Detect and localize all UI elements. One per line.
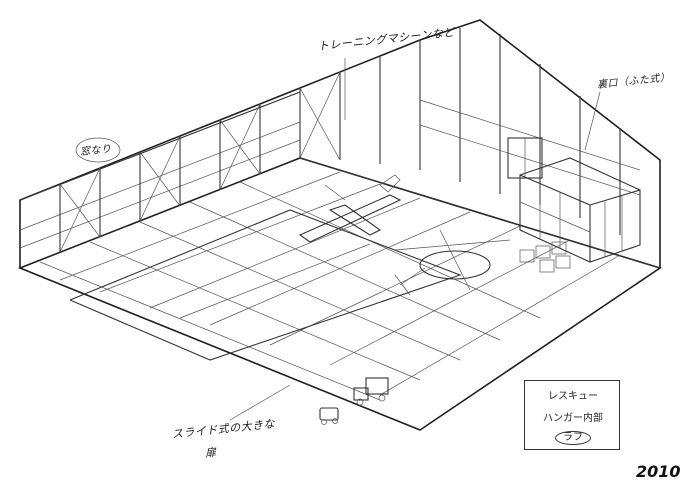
jet-aircraft <box>298 174 402 243</box>
left-wall-scaffold <box>19 39 421 268</box>
hangar-floor <box>17 157 662 431</box>
window-annotation-circle <box>75 137 121 163</box>
caption-box: レスキュー ハンガー内部 ラフ <box>524 380 620 450</box>
office-block <box>519 157 641 263</box>
cargo-crates <box>519 241 571 273</box>
truck <box>353 377 389 406</box>
helicopter <box>394 229 511 296</box>
annotation-sliding-door-2: 扉 <box>204 445 218 460</box>
back-wall-gable <box>299 19 661 269</box>
caption-line-1: レスキュー <box>548 391 598 402</box>
car <box>319 407 339 425</box>
caption-line-3: ラフ <box>555 431 591 445</box>
caption-line-2: ハンガー内部 <box>543 413 603 424</box>
year-label: 2010 <box>636 462 681 481</box>
